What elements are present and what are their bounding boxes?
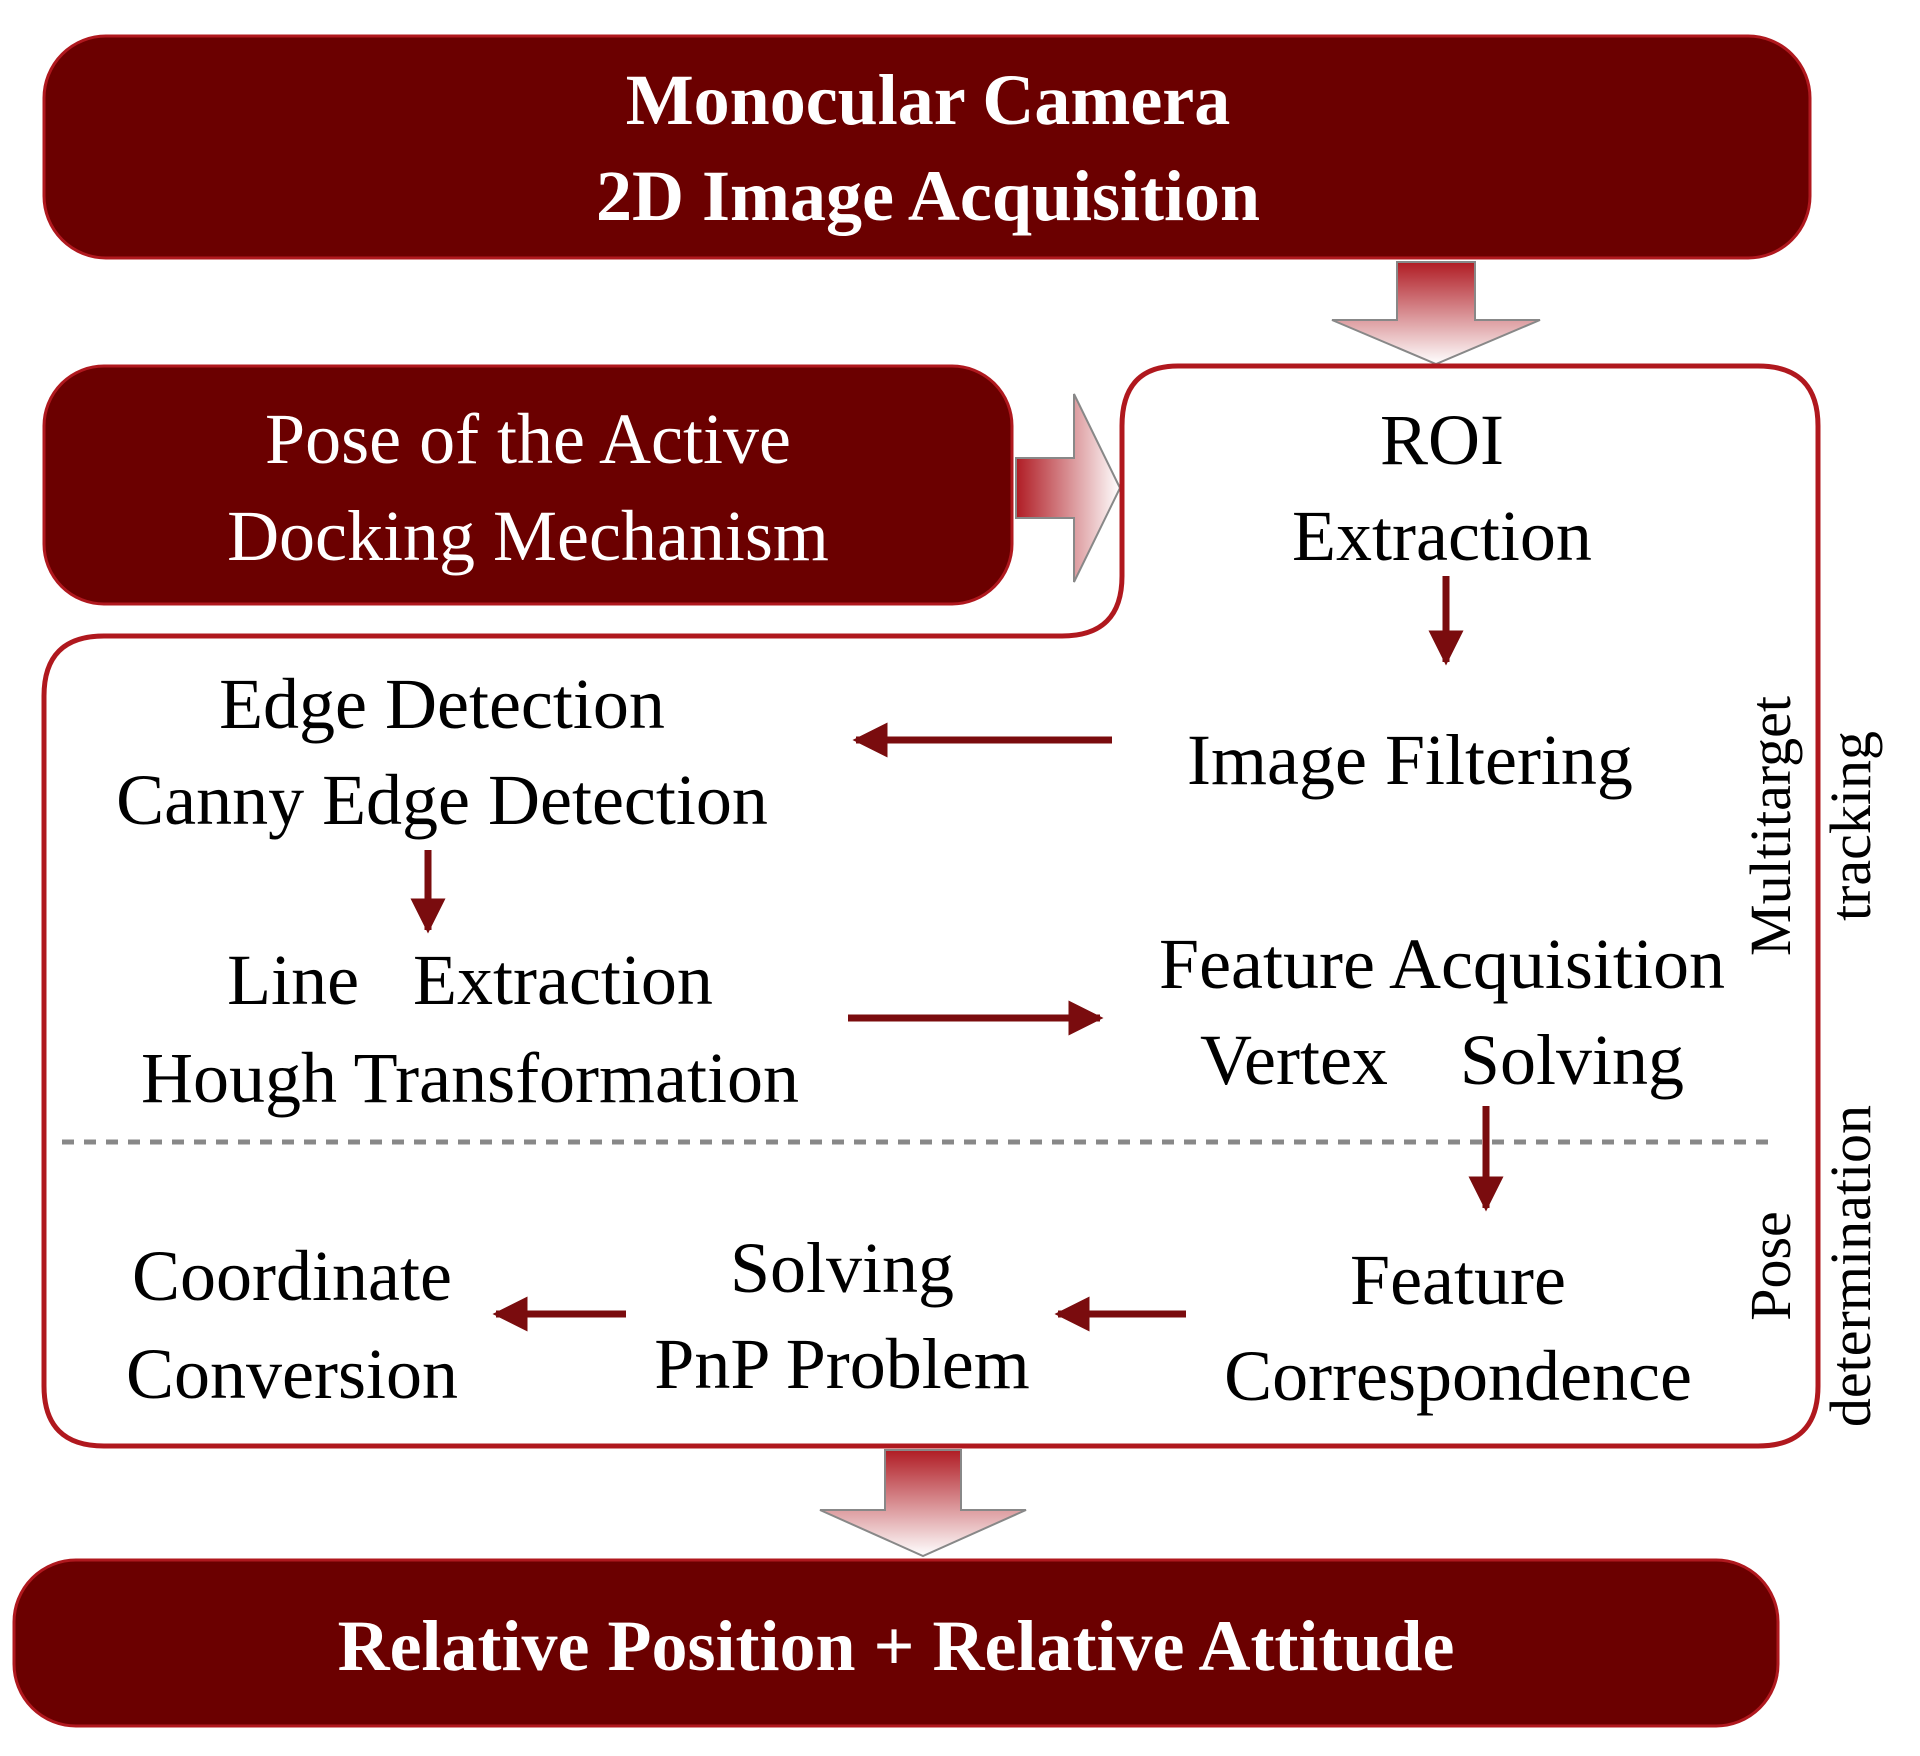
edge-detection-line1: Edge Detection bbox=[219, 664, 665, 744]
roi-line2: Extraction bbox=[1292, 496, 1592, 576]
pose-mechanism-line2: Docking Mechanism bbox=[227, 496, 829, 576]
multitarget-line1: Multitarget bbox=[1738, 696, 1803, 956]
pose-line1: Pose bbox=[1738, 1211, 1803, 1321]
coordinate-line1: Coordinate bbox=[132, 1236, 452, 1316]
camera-title-line1: Monocular Camera bbox=[626, 60, 1231, 140]
camera-box bbox=[42, 34, 1812, 260]
roi-line1: ROI bbox=[1380, 400, 1504, 480]
line-extraction-line2: Hough Transformation bbox=[141, 1038, 799, 1118]
feature-acquisition-line1: Feature Acquisition bbox=[1159, 924, 1725, 1004]
multitarget-line2: tracking bbox=[1818, 731, 1883, 921]
camera-title-line2: 2D Image Acquisition bbox=[596, 156, 1260, 236]
feature-correspondence-line1: Feature bbox=[1350, 1240, 1566, 1320]
pnp-line1: Solving bbox=[730, 1228, 954, 1308]
image-filtering-label: Image Filtering bbox=[1187, 720, 1633, 800]
coordinate-line2: Conversion bbox=[126, 1334, 458, 1414]
pose-determination-label: Pose determination bbox=[1738, 1105, 1883, 1427]
block-arrow-right bbox=[1015, 393, 1122, 583]
pose-mechanism-line1: Pose of the Active bbox=[265, 399, 791, 479]
multitarget-tracking-label: Multitarget tracking bbox=[1738, 696, 1883, 956]
pnp-line2: PnP Problem bbox=[654, 1324, 1029, 1404]
line-extraction-line1: Line Extraction bbox=[227, 940, 713, 1020]
result-label: Relative Position + Relative Attitude bbox=[338, 1606, 1455, 1686]
block-arrow-down-top bbox=[1331, 261, 1541, 366]
pose-line2: determination bbox=[1818, 1105, 1883, 1427]
feature-acquisition-line2: Vertex Solving bbox=[1200, 1020, 1684, 1100]
processing-region bbox=[41, 363, 1821, 1449]
block-arrow-down-bottom bbox=[819, 1449, 1027, 1558]
result-box bbox=[12, 1558, 1780, 1728]
edge-detection-line2: Canny Edge Detection bbox=[116, 760, 768, 840]
pose-mechanism-box bbox=[42, 364, 1014, 606]
feature-correspondence-line2: Correspondence bbox=[1224, 1336, 1692, 1416]
